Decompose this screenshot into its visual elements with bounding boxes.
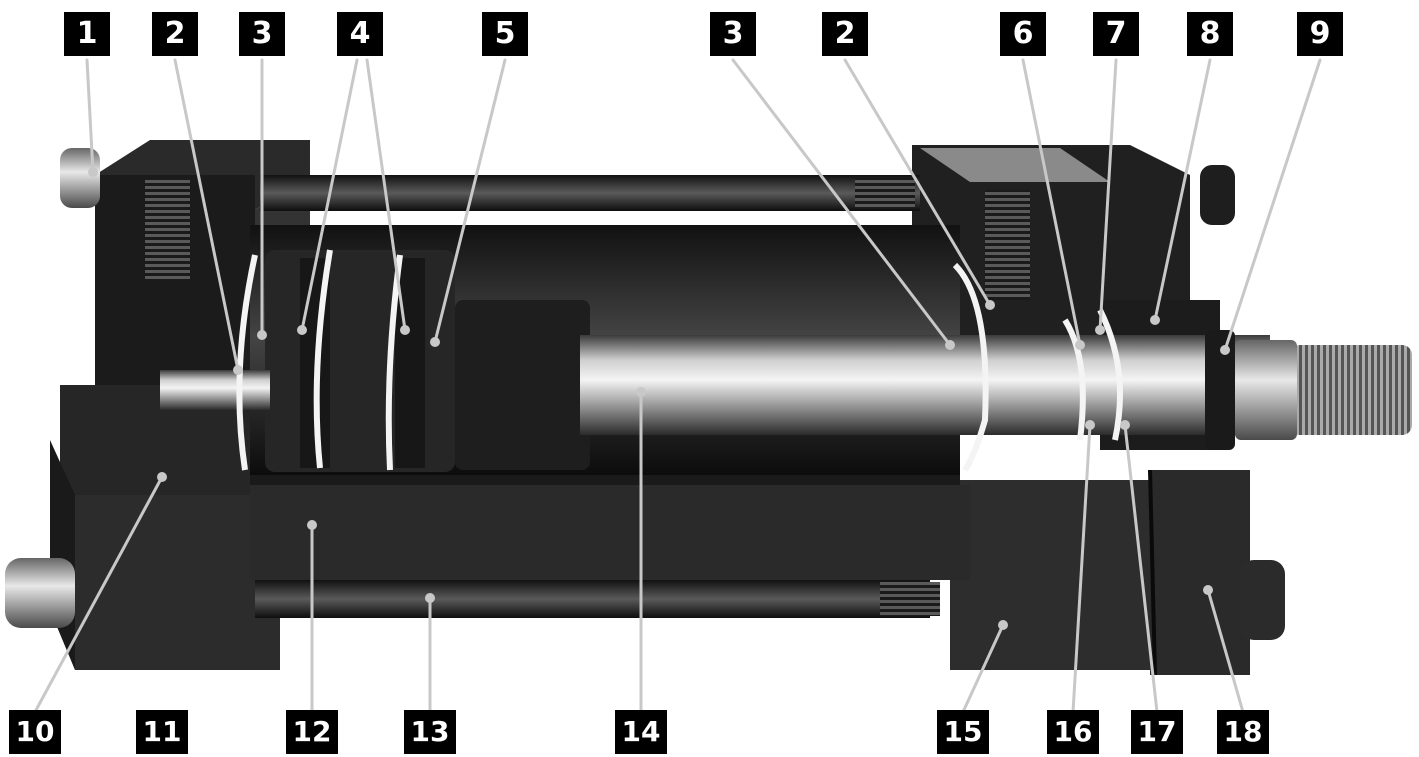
callout-5: 5 bbox=[482, 12, 528, 56]
tie-rod-nuts bbox=[5, 148, 1285, 640]
callout-13: 13 bbox=[404, 710, 456, 754]
rod-end-thread bbox=[1290, 345, 1412, 435]
callout-12: 12 bbox=[286, 710, 338, 754]
callout-8: 8 bbox=[1187, 12, 1233, 56]
callout-18: 18 bbox=[1217, 710, 1269, 754]
upper-tie-rod bbox=[260, 175, 920, 211]
seal-rings bbox=[236, 249, 1123, 472]
callout-2-right: 2 bbox=[822, 12, 868, 56]
lower-tie-rod bbox=[255, 580, 930, 618]
leader-arrowheads bbox=[88, 167, 1230, 630]
callout-1: 1 bbox=[64, 12, 110, 56]
piston-rod bbox=[580, 335, 1270, 435]
callout-9: 9 bbox=[1297, 12, 1343, 56]
callout-6: 6 bbox=[1000, 12, 1046, 56]
callout-17: 17 bbox=[1131, 710, 1183, 754]
rod-nut bbox=[1235, 340, 1297, 440]
callout-4: 4 bbox=[337, 12, 383, 56]
front-end-cap bbox=[912, 145, 1250, 676]
callout-10: 10 bbox=[9, 710, 61, 754]
callout-16: 16 bbox=[1047, 710, 1099, 754]
callout-3: 3 bbox=[239, 12, 285, 56]
callout-3-right: 3 bbox=[710, 12, 756, 56]
callout-11: 11 bbox=[136, 710, 188, 754]
callout-7: 7 bbox=[1093, 12, 1139, 56]
leader-lines bbox=[33, 58, 1322, 714]
callout-14: 14 bbox=[615, 710, 667, 754]
callout-15: 15 bbox=[937, 710, 989, 754]
callout-2: 2 bbox=[152, 12, 198, 56]
